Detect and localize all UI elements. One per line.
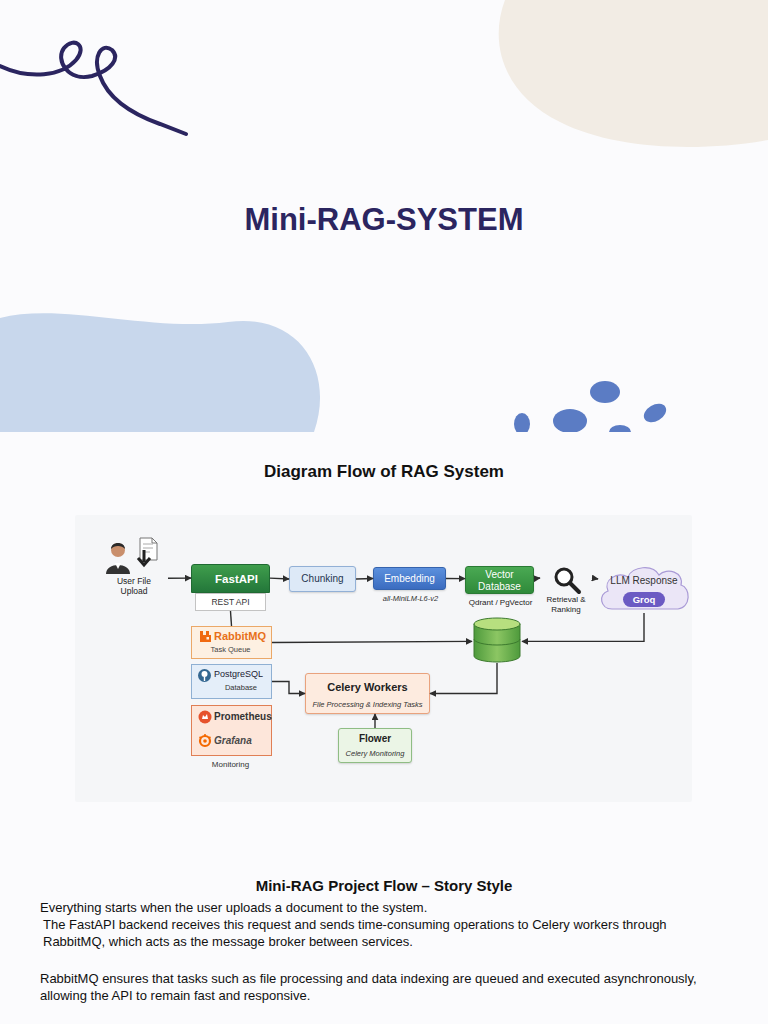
monitoring-logos bbox=[198, 710, 212, 750]
postgresql-logo bbox=[197, 668, 212, 683]
model-name: all-MiniLM-L6-v2 bbox=[364, 594, 457, 603]
process-box: RabbitMQ Task Queue bbox=[191, 626, 272, 659]
process-box: Vector DatabaseQdrant / PgVector bbox=[465, 566, 534, 594]
service-name: Grafana bbox=[214, 735, 270, 746]
group-label: Monitoring bbox=[190, 760, 271, 769]
sub-label: Celery Monitoring bbox=[339, 749, 411, 758]
process-box-title: Celery Workers bbox=[306, 681, 429, 693]
node-icon bbox=[100, 536, 168, 576]
beige-blob bbox=[499, 0, 768, 147]
process-box: Chunking bbox=[289, 566, 356, 592]
rabbitmq-logo bbox=[199, 630, 212, 643]
flow-arrow bbox=[168, 577, 191, 579]
node-icon bbox=[552, 565, 582, 595]
process-box: Celery WorkersFile Processing & Indexing… bbox=[305, 673, 430, 714]
body-text: The FastAPI backend receives this reques… bbox=[43, 916, 723, 950]
blue-blob bbox=[0, 313, 320, 432]
process-box: Retrieval & Ranking bbox=[540, 564, 592, 616]
flow-arrow bbox=[592, 577, 598, 579]
flow-arrow bbox=[522, 613, 644, 641]
sub-label: Task Queue bbox=[192, 645, 269, 654]
node-icon bbox=[199, 630, 212, 643]
process-box-title: Chunking bbox=[290, 567, 355, 591]
magnifier-icon bbox=[552, 565, 582, 595]
blue-dot bbox=[590, 381, 620, 403]
process-box: Embeddingall-MiniLM-L6-v2 bbox=[373, 567, 446, 590]
diagram-background bbox=[75, 515, 692, 802]
flow-arrow bbox=[231, 611, 232, 626]
process-box: User File Upload bbox=[100, 536, 168, 600]
blue-dot bbox=[553, 409, 587, 432]
sub-label: File Processing & Indexing Tasks bbox=[306, 700, 429, 709]
sub-label: REST API bbox=[195, 593, 266, 611]
process-box-title: Vector Database bbox=[466, 569, 533, 592]
blue-dot bbox=[514, 413, 530, 432]
process-box: FastAPIREST API bbox=[191, 564, 270, 611]
process-box: PostgreSQL Database bbox=[191, 664, 272, 699]
process-box-title: Embedding bbox=[374, 568, 445, 589]
node-label: LLM Response bbox=[598, 575, 690, 586]
flow-arrow bbox=[272, 682, 305, 694]
flow-arrow bbox=[446, 578, 465, 579]
section-heading: Diagram Flow of RAG System bbox=[0, 462, 768, 482]
user-icon bbox=[100, 536, 168, 576]
node-icon bbox=[197, 668, 212, 683]
node-label: Retrieval & Ranking bbox=[536, 595, 596, 614]
sub-label: Qdrant / PgVector bbox=[454, 598, 547, 607]
process-box: FlowerCelery Monitoring bbox=[338, 728, 412, 763]
flow-arrow bbox=[374, 714, 375, 728]
body-text: RabbitMQ ensures that tasks such as file… bbox=[40, 970, 720, 1004]
squiggle-line bbox=[0, 43, 186, 134]
page-title: Mini-RAG-SYSTEM bbox=[0, 202, 768, 238]
flow-arrow bbox=[430, 663, 497, 694]
flow-arrow bbox=[534, 577, 540, 579]
blue-dot bbox=[609, 425, 631, 432]
section-heading: Mini-RAG Project Flow – Story Style bbox=[0, 877, 768, 894]
node-label: User File Upload bbox=[112, 576, 156, 596]
body-text: Everything starts when the user uploads … bbox=[40, 899, 730, 916]
node-icon bbox=[198, 710, 212, 750]
service-name: RabbitMQ bbox=[214, 630, 269, 642]
process-box: LLM ResponseGroq bbox=[598, 563, 690, 613]
service-name: Prometheus bbox=[214, 711, 270, 722]
process-box bbox=[472, 617, 522, 663]
sub-label: Database bbox=[216, 683, 266, 692]
flow-arrow bbox=[356, 578, 373, 580]
service-name: PostgreSQL bbox=[214, 669, 270, 679]
process-box-title: FastAPI bbox=[191, 564, 270, 593]
provider-badge: Groq bbox=[623, 592, 665, 607]
blue-dot bbox=[641, 400, 670, 426]
process-box-title: Flower bbox=[339, 733, 411, 744]
flow-arrow bbox=[272, 641, 472, 642]
process-box: PrometheusGrafanaMonitoring bbox=[191, 705, 272, 756]
database-cylinder bbox=[472, 617, 522, 663]
flow-arrow bbox=[270, 577, 289, 579]
node-icon bbox=[472, 617, 522, 663]
